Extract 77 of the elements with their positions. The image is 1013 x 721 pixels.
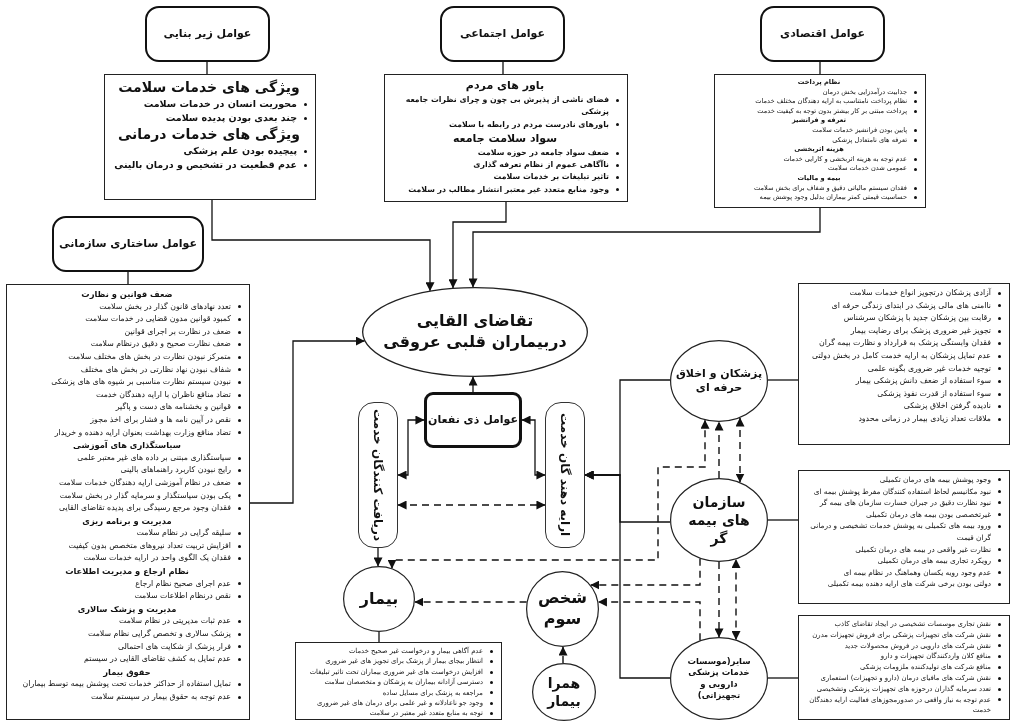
section-heading: ضعف قوانین و نظارت — [80, 288, 174, 301]
dashed-arrow — [397, 500, 546, 510]
list-item: چند بعدی بودن پدیده سلامت — [109, 111, 309, 125]
arrow — [521, 415, 546, 480]
node-label: تقاضای القایی دربیماران قلبی عروقی — [382, 311, 568, 353]
dashed-arrow — [387, 419, 710, 569]
factor-list-panel — [798, 283, 1010, 445]
outcome-ellipse — [362, 287, 588, 377]
connector-line — [378, 631, 380, 643]
actor-circle — [526, 571, 599, 647]
section-heading: نظام ارجاع و مدیریت اطلاعات — [64, 565, 190, 578]
node-label: عوامل زیر بنایی — [162, 26, 253, 42]
connector-line — [127, 271, 129, 285]
arrow — [448, 201, 507, 289]
factor-list-panel — [798, 470, 1010, 604]
list-item: محوریت انسان در خدمات سلامت — [109, 97, 309, 111]
factor-list-panel — [714, 74, 926, 208]
list-item: عدم قطعیت در تشخیص و درمان بالینی — [109, 158, 309, 172]
node-label: عوامل اقتصادی — [779, 26, 866, 42]
section-heading: باور های مردم — [464, 78, 546, 94]
actor-circle — [343, 566, 415, 632]
section-heading: حقوق بیمار — [102, 665, 152, 679]
stakeholder-box — [424, 392, 522, 448]
connector-line — [502, 61, 504, 75]
dashed-arrow — [414, 597, 528, 607]
node-label: دریافت کنندگان خدمت — [370, 408, 386, 542]
dashed-arrow — [714, 561, 724, 638]
actor-circle — [532, 663, 596, 721]
dashed-arrow — [731, 558, 741, 641]
category-box — [440, 6, 565, 62]
connector-line — [206, 61, 208, 75]
section-heading: سواد سلامت جامعه — [451, 130, 559, 147]
section-heading: ویژگی های خدمات سلامت — [117, 78, 301, 97]
factor-list-panel — [104, 74, 316, 200]
arrow — [249, 336, 365, 504]
node-label: بیمار — [358, 588, 400, 610]
connector-line — [767, 677, 799, 679]
node-label: شخص سوم — [536, 588, 589, 630]
arrow — [468, 376, 478, 393]
node-label: عوامل اجتماعی — [459, 26, 546, 42]
category-box — [760, 6, 885, 62]
factor-list-panel — [295, 642, 502, 720]
arrow — [373, 547, 383, 567]
node-label: عوامل ساختاری سازمانی — [58, 236, 198, 252]
connector-line — [767, 379, 799, 381]
section-heading: سیاستگذاری های آموزشی — [72, 439, 182, 452]
dashed-arrow — [590, 558, 701, 590]
factor-list-panel — [384, 74, 628, 202]
actor-circle — [670, 340, 768, 422]
connector-line — [819, 61, 821, 75]
section-heading: ویژگی های خدمات درمانی — [116, 125, 302, 144]
actor-circle — [670, 637, 768, 720]
stakeholder-pill — [358, 402, 398, 548]
dashed-arrow — [735, 417, 745, 483]
factor-list-panel — [6, 284, 250, 720]
arrow — [584, 470, 671, 679]
section-heading: مدیریت و پزشک سالاری — [76, 602, 178, 616]
node-label: سازمان های بیمه گر — [687, 492, 751, 548]
node-label: همرا بیمار — [545, 673, 582, 711]
factor-list-panel — [798, 615, 1010, 720]
arrow — [468, 207, 821, 288]
arrow — [211, 199, 435, 292]
section-heading: مدیریت و برنامه ریزی — [81, 514, 173, 528]
node-label: ارایه دهند گان خدمت — [557, 413, 573, 537]
node-label: سایر(موسسات خدمات پزشکی دارویی و تجهیزاتی) — [686, 656, 752, 701]
actor-circle — [670, 478, 768, 562]
arrow — [397, 415, 425, 480]
dashed-arrow — [714, 421, 724, 479]
dashed-arrow — [597, 597, 701, 641]
node-label: پزشکان و اخلاق حرفه ای — [675, 366, 763, 396]
stakeholder-pill — [545, 402, 585, 548]
list-item: پیچیده بودن علم پزشکی — [109, 144, 309, 158]
node-label: عوامل ذی نفعان — [428, 412, 518, 428]
connector-line — [767, 519, 799, 521]
category-box — [145, 6, 270, 62]
category-box — [52, 216, 204, 272]
dashed-arrow — [558, 646, 568, 664]
